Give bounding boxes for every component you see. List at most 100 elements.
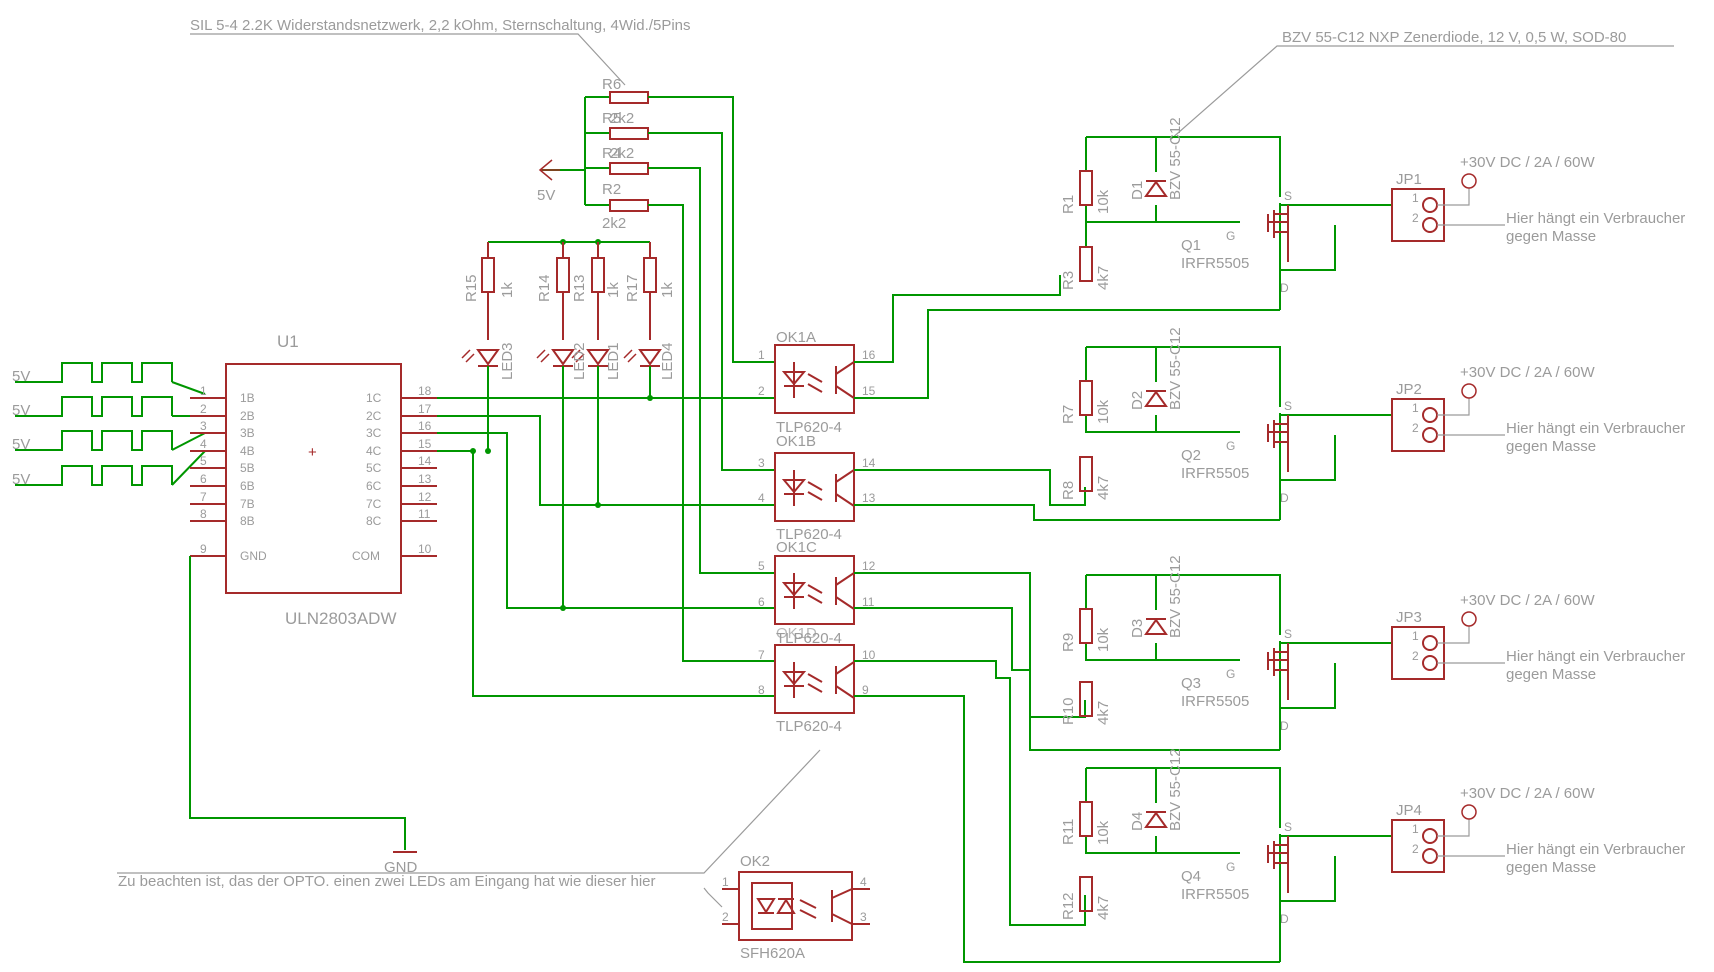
ch4-pin-d: D xyxy=(1280,912,1289,926)
u1-pin-label: 1B xyxy=(240,391,255,405)
supply-5v-label: 5V xyxy=(537,187,555,204)
u1-pin-label: GND xyxy=(240,549,267,563)
input-label: 5V xyxy=(12,436,30,453)
r15-name: R15 xyxy=(463,274,480,302)
ch2-r-bot: R8 xyxy=(1060,481,1077,500)
jp4-load1: Hier hängt ein Verbraucher xyxy=(1506,841,1685,858)
ok2-name: OK2 xyxy=(740,853,770,870)
u1-pin-label: 2B xyxy=(240,409,255,423)
r4-name: R4 xyxy=(602,145,621,162)
ok1c-value: TLP620-4 xyxy=(776,630,842,647)
connector-jp1: JP1 1 2 +30V DC / 2A / 60W Hier hängt ei… xyxy=(1391,154,1685,245)
ok2-pin: 3 xyxy=(860,910,867,924)
ch4-r-bot: R12 xyxy=(1060,892,1077,920)
u1-pin: 14 xyxy=(418,454,432,468)
u1-name: U1 xyxy=(277,332,299,351)
ok1c-pin: 11 xyxy=(862,595,875,609)
ch2-q: Q2 xyxy=(1181,447,1201,464)
ok1a-value: TLP620-4 xyxy=(776,419,842,436)
ok1d-pin: 7 xyxy=(758,648,765,662)
ok1d-value: TLP620-4 xyxy=(776,718,842,735)
jp2-supply: +30V DC / 2A / 60W xyxy=(1460,364,1595,381)
ok1c-pin: 5 xyxy=(758,559,765,573)
r2-value: 2k2 xyxy=(602,215,626,232)
u1-pin: 10 xyxy=(418,542,432,556)
ch4-diode: D4 xyxy=(1129,812,1146,831)
ch1-q-value: IRFR5505 xyxy=(1181,255,1249,272)
jp1-supply: +30V DC / 2A / 60W xyxy=(1460,154,1595,171)
r5-value: 2k2 xyxy=(610,110,634,127)
ok2-pin: 4 xyxy=(860,875,867,889)
r6-name: R6 xyxy=(602,76,621,93)
opto-ok1a: OK1A 1 2 16 15 TLP620-4 xyxy=(758,329,876,436)
u1-pin: 9 xyxy=(200,542,207,556)
jp2-pin: 2 xyxy=(1412,421,1419,435)
u1-pin: 17 xyxy=(418,402,432,416)
ch1-pin-g: G xyxy=(1226,229,1235,243)
ok1a-pin: 15 xyxy=(862,384,876,398)
channel-4: R11 10k R12 4k7 D4 BZV 55-C12 Q4 IRFR550… xyxy=(1060,748,1392,962)
ch2-r-top: R7 xyxy=(1060,405,1077,424)
ok1b-pin: 14 xyxy=(862,456,876,470)
ch2-pin-d: D xyxy=(1280,491,1289,505)
opto-ok1c: OK1C 5 6 12 11 TLP620-4 xyxy=(758,539,876,647)
ok1b-name: OK1B xyxy=(776,433,816,450)
connector-jp4: JP4 1 2 +30V DC / 2A / 60W Hier hängt ei… xyxy=(1391,785,1685,876)
jp1-pin: 2 xyxy=(1412,211,1419,225)
ok1a-pin: 16 xyxy=(862,348,876,362)
ch1-q: Q1 xyxy=(1181,237,1201,254)
channel-3: R9 10k R10 4k7 D3 BZV 55-C12 Q3 IRFR5505… xyxy=(1060,555,1392,750)
ok1c-pin: 12 xyxy=(862,559,876,573)
led2-label: LED2 xyxy=(571,342,588,380)
u1-pin-label: COM xyxy=(352,549,380,563)
u1-pin-label: 5B xyxy=(240,461,255,475)
r5-name: R5 xyxy=(602,110,621,127)
ch3-diode-value: BZV 55-C12 xyxy=(1167,555,1184,638)
u1-pin-label: 6C xyxy=(366,479,382,493)
jp2-load1: Hier hängt ein Verbraucher xyxy=(1506,420,1685,437)
note-resistor-network: SIL 5-4 2.2K Widerstandsnetzwerk, 2,2 kO… xyxy=(190,17,691,34)
ch1-r-top: R1 xyxy=(1060,195,1077,214)
ok1a-pin: 2 xyxy=(758,384,765,398)
ch1-diode: D1 xyxy=(1129,181,1146,200)
led3-label: LED3 xyxy=(499,342,516,380)
u1-pin-label: 3B xyxy=(240,426,255,440)
u1-value: ULN2803ADW xyxy=(285,609,397,628)
ch4-r-top: R11 xyxy=(1060,819,1077,845)
jp1-load2: gegen Masse xyxy=(1506,228,1596,245)
r17-name: R17 xyxy=(624,274,641,302)
r15-value: 1k xyxy=(499,282,516,298)
input-label: 5V xyxy=(12,471,30,488)
u1-pin: 13 xyxy=(418,472,432,486)
jp4-name: JP4 xyxy=(1396,802,1422,819)
u1-pin: 2 xyxy=(200,402,207,416)
u1-pin-label: 4C xyxy=(366,444,382,458)
r4-value: 2k2 xyxy=(610,145,634,162)
ch1-r-bot-value: 4k7 xyxy=(1095,266,1112,290)
ok2-value: SFH620A xyxy=(740,945,805,962)
u1-pin: 6 xyxy=(200,472,207,486)
ch4-pin-g: G xyxy=(1226,860,1235,874)
jp1-name: JP1 xyxy=(1396,171,1422,188)
ch1-diode-value: BZV 55-C12 xyxy=(1167,117,1184,200)
u1-pin: 11 xyxy=(418,507,431,521)
u1-pin-label: 5C xyxy=(366,461,382,475)
opto-ok2: OK2 1 2 4 3 SFH620A xyxy=(722,853,870,962)
ch1-r-top-value: 10k xyxy=(1095,189,1112,214)
u1-pin-label: 4B xyxy=(240,444,255,458)
u1-pin-label: 2C xyxy=(366,409,382,423)
u1-pin: 15 xyxy=(418,437,432,451)
r13-value: 1k xyxy=(605,282,622,298)
ch3-q: Q3 xyxy=(1181,675,1201,692)
jp4-load2: gegen Masse xyxy=(1506,859,1596,876)
ok1b-pin: 3 xyxy=(758,456,765,470)
ok2-pin: 2 xyxy=(722,910,729,924)
u1-pin: 1 xyxy=(200,384,207,398)
ch2-r-bot-value: 4k7 xyxy=(1095,476,1112,500)
ok1c-pin: 6 xyxy=(758,595,765,609)
u1-pin: 16 xyxy=(418,419,432,433)
ch4-diode-value: BZV 55-C12 xyxy=(1167,748,1184,831)
jp3-supply: +30V DC / 2A / 60W xyxy=(1460,592,1595,609)
r17-value: 1k xyxy=(659,282,676,298)
